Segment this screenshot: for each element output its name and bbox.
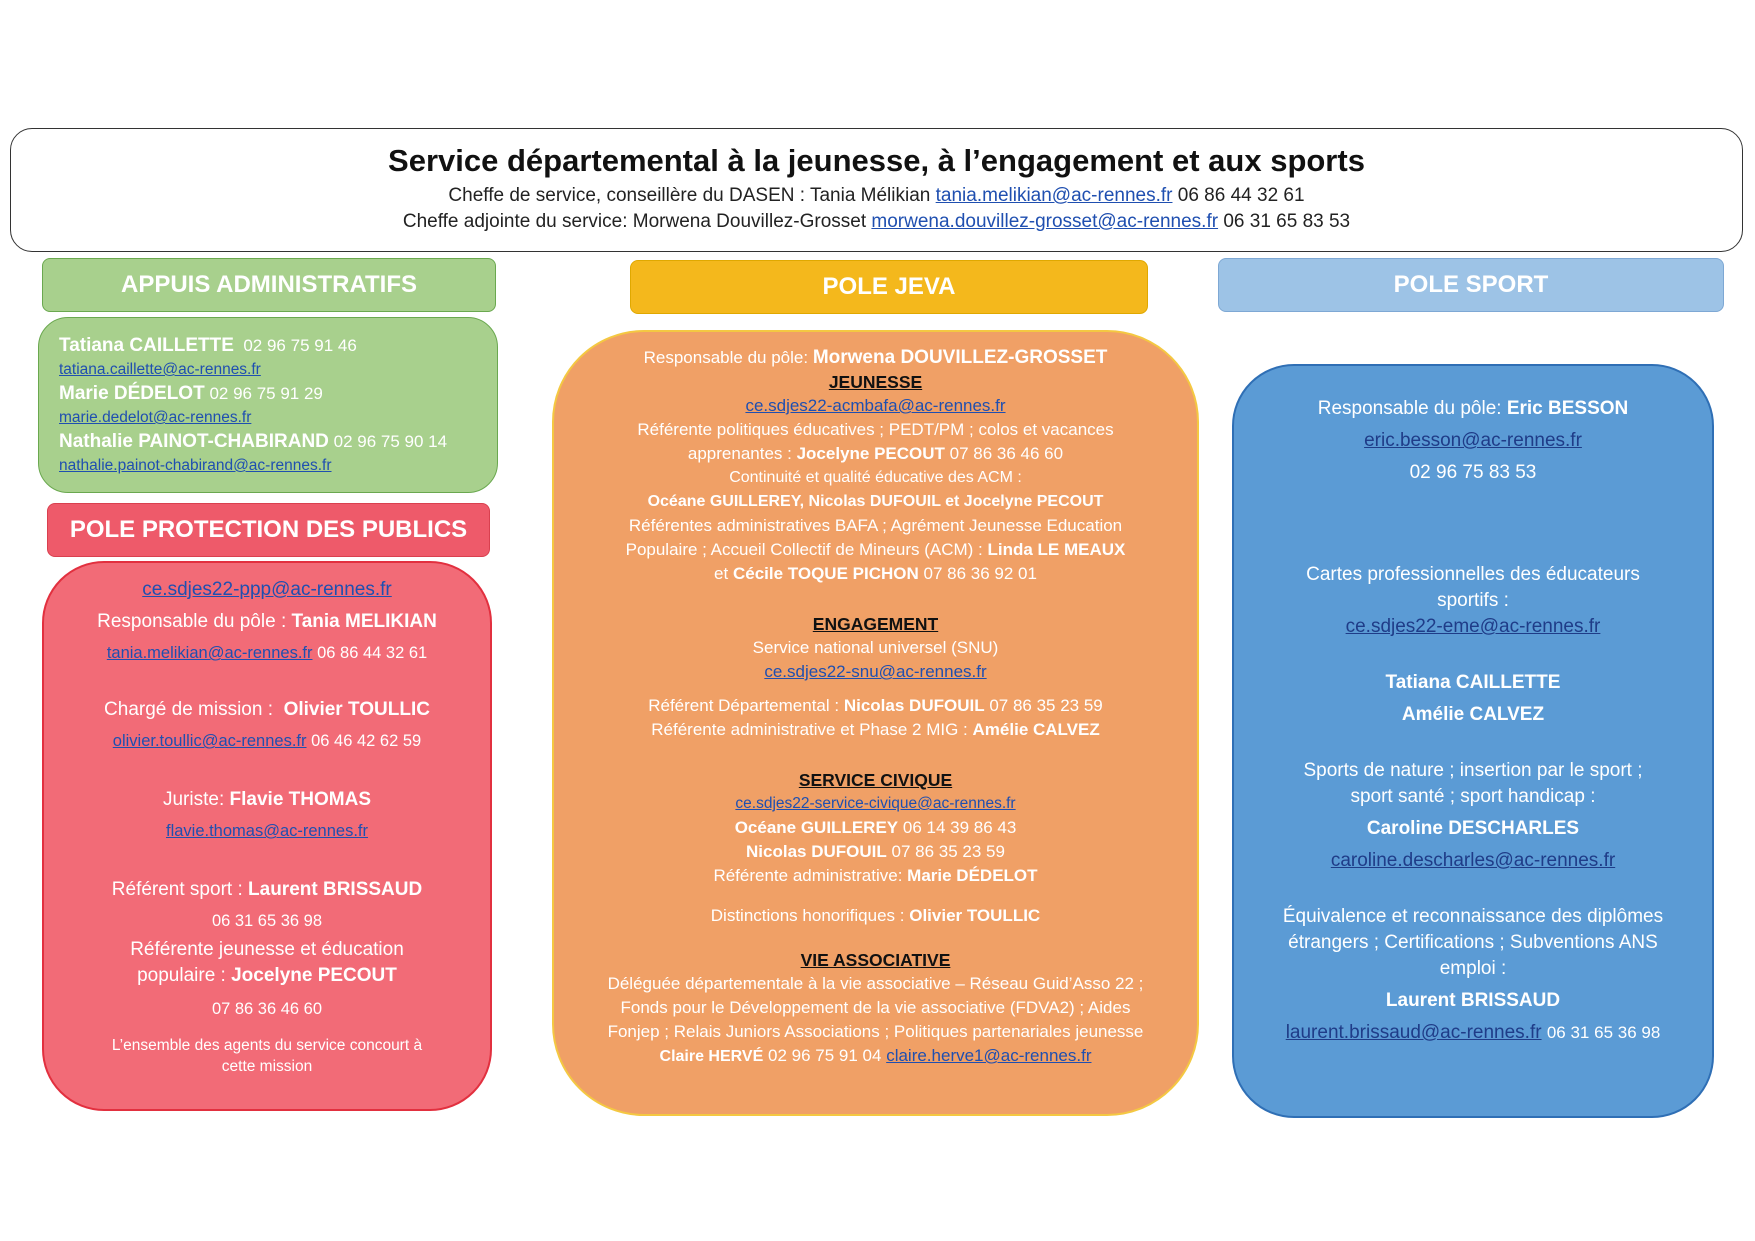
jeva-jeunesse-email[interactable]: ce.sdjes22-acmbafa@ac-rennes.fr [745,396,1006,415]
protection-mission: Chargé de mission : Olivier TOULLIC [104,699,430,720]
jeva-jeunesse-line: apprenantes : Jocelyne PECOUT 07 86 36 4… [687,444,1064,463]
header-line-1: Cheffe de service, conseillère du DASEN … [448,185,1305,206]
protection-jeunesse: Référente jeunesse et éducation populair… [130,939,404,986]
protection-juriste: Juriste: Flavie THOMAS [162,789,371,810]
jeva-distinctions: Distinctions honorifiques : Olivier TOUL… [710,906,1041,925]
sport-name: Amélie CALVEZ [1401,704,1545,725]
header-line-2: Cheffe adjointe du service: Morwena Douv… [402,211,1351,232]
jeva-engagement-line: Service national universel (SNU) [752,638,999,657]
sport-box: Responsable du pôle: Eric BESSON eric.be… [1232,364,1714,1118]
admin-email-2[interactable]: marie.dedelot@ac-rennes.fr [59,409,252,426]
protection-sport-phone: 06 31 65 36 98 [211,912,323,930]
sport-nature-email[interactable]: caroline.descharles@ac-rennes.fr [1330,850,1616,871]
sport-cartes-line: sportifs : [1437,590,1509,611]
jeva-civique-email[interactable]: ce.sdjes22-service-civique@ac-rennes.fr [735,795,1016,812]
sport-resp-phone: 02 96 75 83 53 [1409,462,1537,483]
sport-equiv-name: Laurent BRISSAUD [1385,990,1561,1011]
jeva-box: Responsable du pôle: Morwena DOUVILLEZ-G… [552,330,1199,1116]
jeva-jeunesse-line: Référente politiques éducatives ; PEDT/P… [637,420,1114,439]
jeva-asso-line: Claire HERVÉ 02 96 75 91 04 claire.herve… [659,1046,1092,1065]
admin-header: APPUIS ADMINISTRATIFS [42,258,496,312]
jeva-civique-line: Océane GUILLEREY 06 14 39 86 43 [734,818,1017,837]
jeva-asso-line: Déléguée départementale à la vie associa… [607,974,1144,993]
jeva-jeunesse-line: et Cécile TOQUE PICHON 07 86 36 92 01 [714,564,1037,583]
admin-person-1: Tatiana CAILLETTE 02 96 75 91 46 [59,335,357,356]
sport-equiv-email[interactable]: laurent.brissaud@ac-rennes.fr [1285,1022,1542,1043]
jeva-engagement-line: Référent Départemental : Nicolas DUFOUIL… [648,696,1103,715]
sport-resp-email[interactable]: eric.besson@ac-rennes.fr [1364,430,1582,451]
protection-header: POLE PROTECTION DES PUBLICS [47,503,490,557]
sport-equiv-contact: laurent.brissaud@ac-rennes.fr 06 31 65 3… [1285,1022,1661,1043]
jeva-header: POLE JEVA [630,260,1148,314]
admin-email-3[interactable]: nathalie.painot-chabirand@ac-rennes.fr [59,457,332,474]
sport-nature-line: Sports de nature ; insertion par le spor… [1303,760,1643,781]
admin-email-1[interactable]: tatiana.caillette@ac-rennes.fr [59,361,261,378]
sport-resp: Responsable du pôle: Eric BESSON [1317,398,1629,419]
sport-header: POLE SPORT [1218,258,1724,312]
protection-email[interactable]: ce.sdjes22-ppp@ac-rennes.fr [142,579,392,600]
protection-juriste-email[interactable]: flavie.thomas@ac-rennes.fr [166,822,368,840]
jeva-jeunesse-line: Référentes administratives BAFA ; Agréme… [628,516,1123,535]
jeva-engagement-line: Référente administrative et Phase 2 MIG … [651,720,1100,739]
sport-equiv-line: emploi : [1439,958,1507,979]
admin-person-2: Marie DÉDELOT 02 96 75 91 29 [59,383,323,404]
protection-note: L’ensemble des agents du service concour… [111,1037,423,1075]
jeva-asso-heading: VIE ASSOCIATIVE [800,950,951,970]
protection-resp-email[interactable]: tania.melikian@ac-rennes.fr [106,644,313,662]
jeva-resp: Responsable du pôle: Morwena DOUVILLEZ-G… [643,347,1108,368]
jeva-asso-email[interactable]: claire.herve1@ac-rennes.fr [886,1046,1092,1065]
jeva-engagement-email[interactable]: ce.sdjes22-snu@ac-rennes.fr [764,662,987,681]
header-box: Service départemental à la jeunesse, à l… [10,128,1743,252]
jeva-civique-line: Nicolas DUFOUIL 07 86 35 23 59 [746,842,1005,861]
protection-mission-email[interactable]: olivier.toullic@ac-rennes.fr [112,732,307,750]
sport-cartes-line: Cartes professionnelles des éducateurs [1306,564,1640,585]
jeva-jeunesse-line: Continuité et qualité éducative des ACM … [729,469,1022,486]
jeva-civique-heading: SERVICE CIVIQUE [798,770,953,790]
protection-box: ce.sdjes22-ppp@ac-rennes.fr Responsable … [42,561,492,1111]
jeva-jeunesse-line: Océane GUILLEREY, Nicolas DUFOUIL et Joc… [647,493,1104,510]
jeva-engagement-heading: ENGAGEMENT [812,614,939,634]
header-email-2[interactable]: morwena.douvillez-grosset@ac-rennes.fr [871,211,1219,232]
jeva-asso-line: Fonjep ; Relais Juniors Associations ; P… [607,1022,1144,1041]
protection-jeunesse-phone: 07 86 36 46 60 [211,1000,323,1018]
jeva-asso-line: Fonds pour le Développement de la vie as… [620,998,1131,1017]
sport-equiv-line: Équivalence et reconnaissance des diplôm… [1282,906,1664,927]
admin-person-3: Nathalie PAINOT-CHABIRAND 02 96 75 90 14 [59,431,448,452]
jeva-jeunesse-heading: JEUNESSE [828,372,923,392]
sport-nature-name: Caroline DESCHARLES [1366,818,1580,839]
header-email-1[interactable]: tania.melikian@ac-rennes.fr [935,185,1173,206]
protection-sport: Référent sport : Laurent BRISSAUD [111,879,423,900]
admin-box: Tatiana CAILLETTE 02 96 75 91 46 tatiana… [38,317,498,493]
page-title: Service départemental à la jeunesse, à l… [388,143,1365,178]
jeva-jeunesse-line: Populaire ; Accueil Collectif de Mineurs… [625,540,1126,559]
jeva-civique-line: Référente administrative: Marie DÉDELOT [713,866,1038,885]
protection-resp: Responsable du pôle : Tania MELIKIAN [97,611,437,632]
sport-name: Tatiana CAILLETTE [1385,672,1561,693]
sport-nature-line: sport santé ; sport handicap : [1350,786,1596,807]
sport-equiv-line: étrangers ; Certifications ; Subventions… [1288,932,1658,953]
sport-cartes-email[interactable]: ce.sdjes22-eme@ac-rennes.fr [1345,616,1601,637]
